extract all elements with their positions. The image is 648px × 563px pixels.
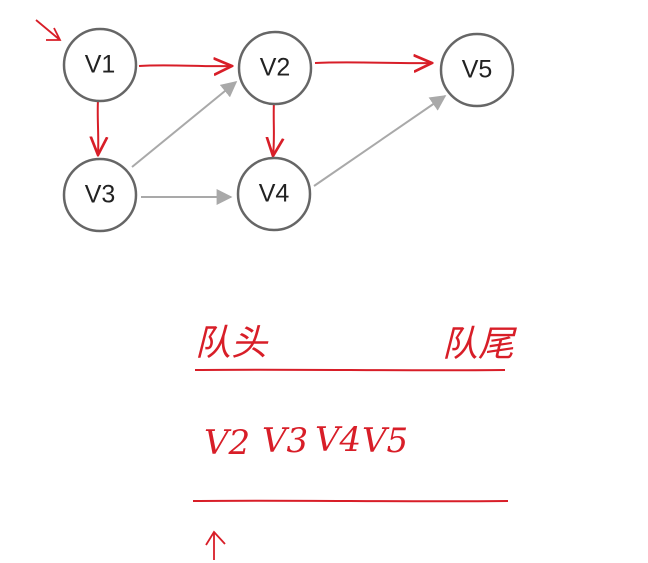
node-v4: V4 [236,156,312,232]
edge-v1-v2 [138,65,232,66]
queue-top-line [194,368,506,372]
node-label: V5 [462,56,493,84]
node-label: V2 [260,54,291,82]
queue-item: V2 [204,423,250,463]
node-v2: V2 [237,30,313,106]
start-arrow-icon [35,19,62,41]
edge-v2-v5 [314,62,432,63]
node-label: V1 [85,51,116,79]
node-v3: V3 [62,157,138,233]
queue-bottom-line [192,499,509,503]
queue-head-label: 队头 [195,323,269,364]
node-label: V4 [259,180,290,208]
edge-v2-v4 [273,100,274,156]
edge-v3-v2 [131,80,238,168]
node-v5: V5 [439,32,515,108]
head-pointer-icon [205,530,226,560]
edge-v1-v3 [98,99,99,155]
node-label: V3 [85,181,116,209]
queue-tail-label: 队尾 [442,324,517,365]
edge-v4-v5 [313,95,447,187]
queue-item: V4 [315,420,361,460]
queue-item: V3 [262,421,308,461]
queue-item: V5 [362,421,408,461]
node-v1: V1 [62,27,138,103]
